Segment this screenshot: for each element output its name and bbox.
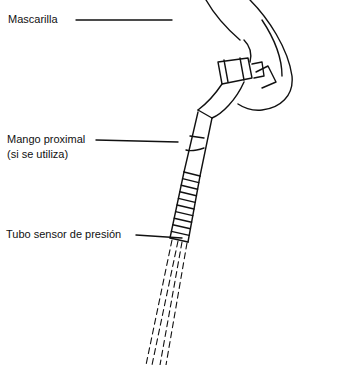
hose-rib [173,225,191,229]
part-label: Mascarilla [8,12,78,27]
hose-rib [181,185,197,189]
mask [206,0,292,110]
hose-rib [180,192,197,196]
hose-rib [171,231,189,235]
part-label: Tubo sensor de presión [6,227,134,242]
leader-line [76,19,172,20]
hose-rib [178,198,195,202]
proximal-sleeve [184,112,212,176]
leader-line [136,235,182,238]
hose [170,172,200,242]
hose-rib [177,205,194,209]
hose-rib [176,212,193,216]
hose-rib [183,179,199,183]
hose-rib [174,218,191,222]
pressure-tube [146,240,187,365]
elbow-connector [198,58,264,118]
part-label: Mango proximal (si se utiliza) [7,132,93,162]
leader-line [96,140,178,142]
